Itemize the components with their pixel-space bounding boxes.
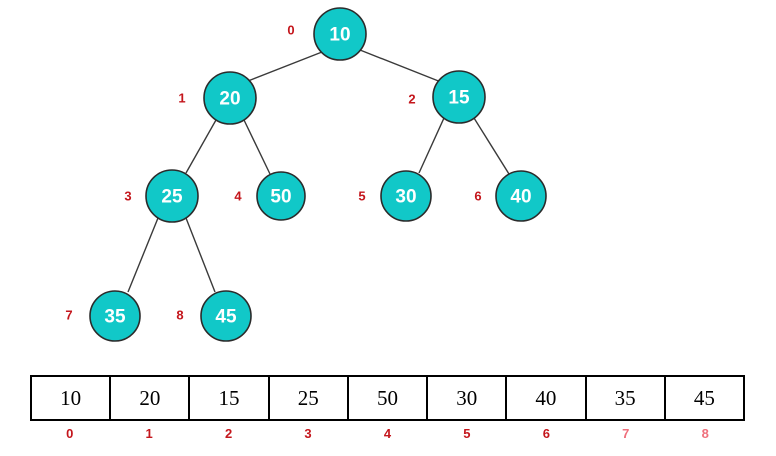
tree-edge-2-5 (418, 117, 445, 174)
array-cell-5[interactable]: 30 (426, 375, 508, 421)
array-index-label-0: 0 (66, 426, 74, 441)
tree-node-index-3: 3 (124, 189, 131, 204)
array-cell-3[interactable]: 25 (267, 375, 349, 421)
array-index-row: 0 1 2 3 4 5 6 7 8 (30, 424, 745, 444)
tree-node-label-40: 40 (510, 187, 531, 208)
tree-node-30[interactable] (380, 170, 432, 222)
tree-node-label-15: 15 (448, 88, 470, 109)
tree-node-40[interactable] (495, 170, 547, 222)
tree-node-label-45: 45 (215, 307, 237, 328)
tree-node-35[interactable] (89, 290, 141, 342)
tree-node-index-2: 2 (408, 92, 415, 107)
tree-node-label-30: 30 (395, 187, 416, 208)
tree-edge-1-4 (243, 119, 271, 175)
tree-node-indices: 0 1 2 3 4 5 6 7 8 (65, 23, 481, 323)
tree-edge-0-2 (359, 49, 442, 83)
tree-node-25[interactable] (145, 169, 199, 223)
tree-edge-3-7 (127, 217, 159, 293)
tree-node-index-6: 6 (474, 189, 481, 204)
tree-node-label-50: 50 (270, 187, 291, 208)
tree-node-10[interactable] (313, 7, 367, 61)
tree-node-index-5: 5 (358, 189, 365, 204)
tree-edge-1-3 (185, 119, 217, 174)
tree-node-label-25: 25 (161, 187, 183, 208)
tree-node-20[interactable] (203, 71, 257, 125)
tree-edges (127, 49, 510, 293)
array-index-label-8: 8 (701, 426, 709, 441)
array-cell-1[interactable]: 20 (109, 375, 191, 421)
tree-edge-0-1 (247, 51, 323, 82)
array-index-label-2: 2 (224, 426, 233, 441)
tree-node-index-0: 0 (287, 23, 294, 38)
array-cell-8[interactable]: 45 (663, 375, 746, 421)
array-index-label-4: 4 (383, 426, 392, 441)
tree-node-label-20: 20 (219, 89, 240, 110)
array-cell-2[interactable]: 15 (188, 375, 270, 421)
tree-node-15[interactable] (432, 70, 486, 124)
array-cell-7[interactable]: 35 (584, 375, 666, 421)
array-cell-6[interactable]: 40 (505, 375, 587, 421)
array-index-label-3: 3 (304, 426, 312, 441)
tree-node-index-1: 1 (178, 91, 185, 106)
tree-node-index-8: 8 (176, 308, 183, 323)
tree-edge-2-6 (473, 117, 510, 175)
array-index-label-1: 1 (145, 426, 153, 441)
tree-edge-3-8 (185, 217, 216, 293)
array-index-label-6: 6 (542, 426, 550, 441)
tree-node-label-10: 10 (329, 25, 350, 46)
array-cell-4[interactable]: 50 (346, 375, 429, 421)
array-index-label-5: 5 (463, 426, 471, 441)
tree-node-label-35: 35 (104, 307, 126, 328)
tree-node-50[interactable] (256, 171, 306, 221)
array-cell-0[interactable]: 10 (29, 375, 112, 421)
tree-node-index-4: 4 (234, 189, 242, 204)
tree-node-index-7: 7 (65, 308, 72, 323)
tree-node-45[interactable] (200, 290, 252, 342)
array-index-label-7: 7 (622, 426, 630, 441)
